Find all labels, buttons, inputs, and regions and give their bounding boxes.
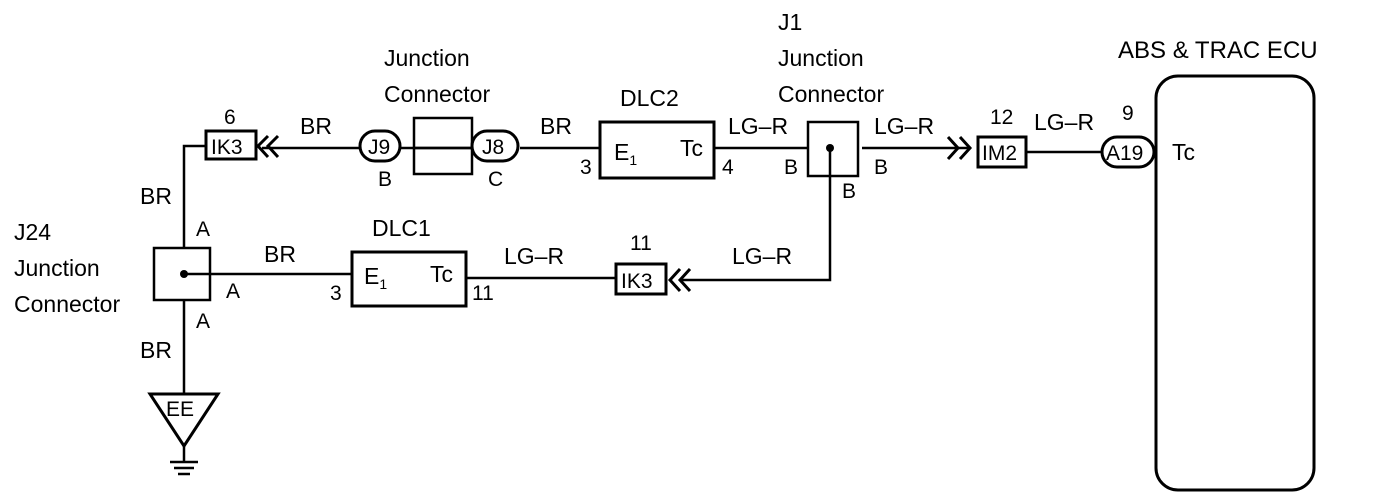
wire-label-lgr-j1-im2: LG–R bbox=[874, 113, 934, 139]
dlc1-e1: E1 bbox=[364, 263, 387, 292]
j9-label: J9 bbox=[368, 136, 390, 159]
j24-line1: Junction bbox=[14, 255, 100, 281]
dlc1-box bbox=[350, 250, 468, 308]
ecu-terminal-label: Tc bbox=[1172, 139, 1195, 165]
j24-node bbox=[180, 270, 188, 278]
dlc1-name: DLC1 bbox=[372, 215, 431, 241]
j8-label: J8 bbox=[482, 136, 504, 159]
dlc2-box bbox=[598, 120, 716, 180]
wire-label-lgr-ik3-j1: LG–R bbox=[732, 243, 792, 269]
j8-connector bbox=[470, 129, 520, 163]
ik3-top-pin: 6 bbox=[224, 106, 236, 129]
j1-line1: Junction bbox=[778, 45, 864, 71]
ik3-top-connector bbox=[204, 129, 258, 161]
dlc1-pin-e1: 3 bbox=[330, 282, 342, 305]
wire-label-lgr-dlc2-j1: LG–R bbox=[728, 113, 788, 139]
j1-pin-right: B bbox=[874, 156, 888, 179]
wire-label-br-j24-ground: BR bbox=[140, 337, 172, 363]
wire-label-lgr-dlc1-ik3: LG–R bbox=[504, 243, 564, 269]
dlc1-tc: Tc bbox=[430, 261, 453, 287]
ground-label: EE bbox=[166, 398, 194, 421]
ground-triangle bbox=[147, 392, 221, 449]
j1-line2: Connector bbox=[778, 81, 884, 107]
ecu-title: ABS & TRAC ECU bbox=[1118, 37, 1318, 64]
j1-id: J1 bbox=[778, 9, 802, 35]
junction-top-line2: Connector bbox=[384, 81, 490, 107]
j24-pin-right: A bbox=[226, 280, 240, 303]
dlc1-pin-tc: 11 bbox=[472, 282, 494, 305]
dlc2-e1: E1 bbox=[614, 139, 637, 168]
j9-pin: B bbox=[378, 168, 392, 191]
ik3-bottom-connector bbox=[614, 262, 668, 296]
wire-label-br-j8-dlc2: BR bbox=[540, 113, 572, 139]
a19-label: A19 bbox=[1106, 142, 1143, 165]
j1-node bbox=[826, 144, 834, 152]
j24-pin-bottom: A bbox=[196, 310, 210, 333]
ik3-bottom-label: IK3 bbox=[621, 270, 653, 293]
wire-ik3-j1 bbox=[680, 148, 832, 282]
junction-top-box bbox=[412, 116, 474, 176]
wire-label-br-ik3-j9: BR bbox=[300, 113, 332, 139]
ik3-bottom-pin: 11 bbox=[630, 232, 652, 255]
wire-label-lgr-im2-a19: LG–R bbox=[1034, 109, 1094, 135]
j24-id: J24 bbox=[14, 219, 51, 245]
a19-connector bbox=[1100, 135, 1156, 169]
dlc2-name: DLC2 bbox=[620, 85, 679, 111]
j1-pin-left: B bbox=[784, 156, 798, 179]
ik3-top-chevron-icon bbox=[255, 134, 280, 159]
ik3-bottom-chevron-icon bbox=[667, 267, 692, 293]
junction-top-line1: Junction bbox=[384, 45, 470, 71]
wire-ik3-j24 bbox=[182, 144, 208, 248]
j9-connector bbox=[358, 129, 402, 163]
im2-pin: 12 bbox=[990, 106, 1013, 129]
ecu-box bbox=[1154, 74, 1316, 492]
a19-pin: 9 bbox=[1122, 102, 1134, 125]
im2-chevron-icon bbox=[946, 135, 973, 161]
wire-label-br-j24-dlc1: BR bbox=[264, 241, 296, 267]
dlc2-pin-tc: 4 bbox=[722, 156, 734, 179]
j1-pin-bottom: B bbox=[842, 180, 856, 203]
dlc2-pin-e1: 3 bbox=[580, 156, 592, 179]
im2-connector bbox=[976, 135, 1028, 169]
im2-label: IM2 bbox=[982, 142, 1017, 165]
j8-pin: C bbox=[488, 168, 503, 191]
j24-line2: Connector bbox=[14, 291, 120, 317]
j24-box bbox=[152, 246, 212, 302]
ik3-top-label: IK3 bbox=[211, 136, 243, 159]
j1-box bbox=[806, 120, 860, 178]
dlc2-tc: Tc bbox=[680, 135, 703, 161]
wire-label-br-ik3-j24: BR bbox=[140, 183, 172, 209]
j24-pin-top: A bbox=[196, 218, 210, 241]
